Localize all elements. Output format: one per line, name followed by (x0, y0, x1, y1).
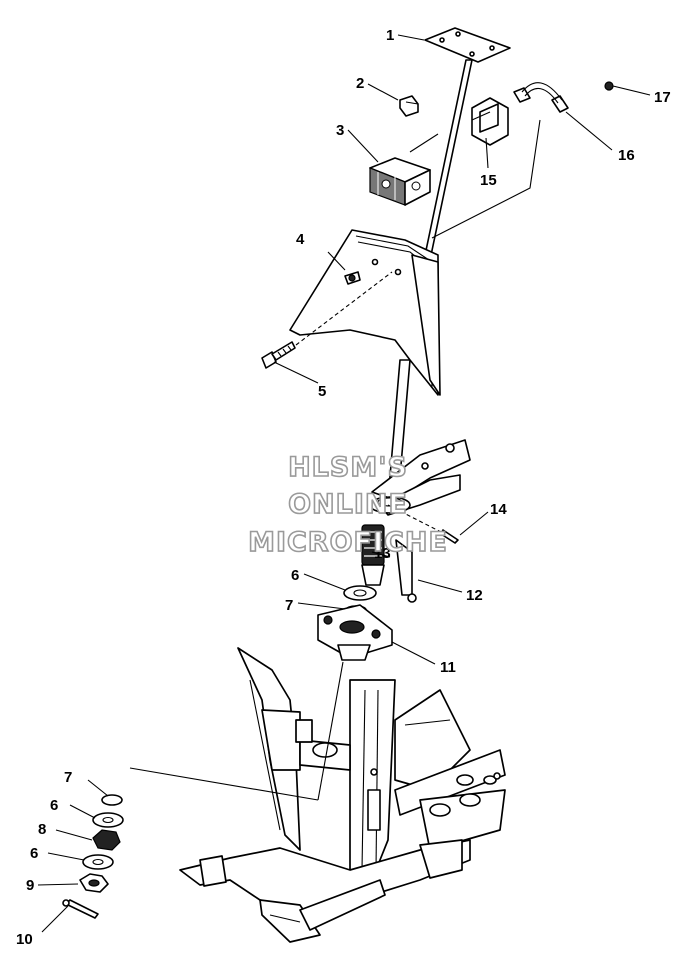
chassis-frame (179, 647, 506, 943)
callout-6-lower-b: 6 (30, 845, 38, 862)
spring-bushing (361, 524, 385, 586)
washer-6-upper (343, 585, 377, 601)
watermark-line-1: HLSM'S (288, 452, 408, 483)
callout-5: 5 (318, 383, 326, 400)
clamp-half (471, 97, 509, 146)
callout-7-upper: 7 (285, 597, 293, 614)
nut-8 (92, 829, 121, 851)
callout-14: 14 (490, 501, 507, 518)
u-clamp (513, 82, 569, 113)
callout-12: 12 (466, 587, 483, 604)
watermark-line-3: MICROFICHE (248, 527, 448, 558)
callout-2: 2 (356, 75, 364, 92)
callout-17: 17 (654, 89, 671, 106)
callout-10: 10 (16, 931, 33, 948)
callout-3: 3 (336, 122, 344, 139)
callout-4: 4 (296, 231, 305, 248)
washer-7-lower (101, 794, 123, 806)
pivot-block (317, 604, 393, 661)
bolt-14 (440, 529, 459, 544)
nut-17 (604, 81, 614, 91)
clip (399, 95, 419, 117)
callout-1: 1 (386, 27, 394, 44)
callout-6-lower-a: 6 (50, 797, 58, 814)
cotter-pin-10 (65, 899, 99, 919)
callout-15: 15 (480, 172, 497, 189)
bolt-5 (261, 271, 393, 369)
watermark: HLSM'S ONLINE MICROFICHE (247, 451, 448, 559)
callout-6-upper: 6 (291, 567, 299, 584)
callout-11: 11 (440, 659, 456, 676)
callout-13: 13 (374, 545, 391, 562)
mount-plate (424, 27, 511, 63)
washer-6-lower-b (82, 854, 114, 870)
callout-16: 16 (618, 147, 635, 164)
washer-6-lower-a (92, 812, 124, 828)
leader-lines (37, 34, 651, 933)
steering-arm (369, 439, 471, 516)
callout-9: 9 (26, 877, 34, 894)
callout-8: 8 (38, 821, 46, 838)
watermark-line-2: ONLINE (288, 489, 408, 520)
steering-shield (289, 229, 441, 396)
rubber-block (369, 157, 431, 206)
callout-labels: 1 2 3 4 5 6 7 11 12 13 14 15 16 17 7 6 8… (16, 27, 671, 948)
callout-7-lower: 7 (64, 769, 72, 786)
